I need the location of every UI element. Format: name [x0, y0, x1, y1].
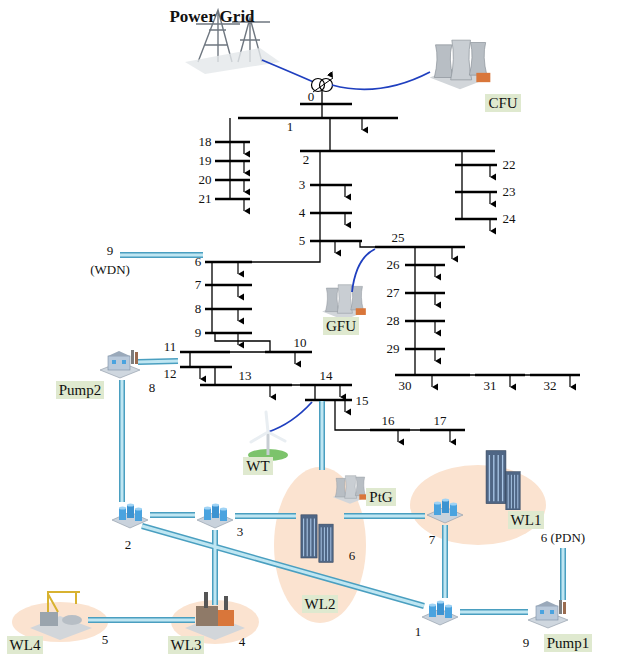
tag-text: WL2 — [305, 596, 336, 612]
load-arrow — [434, 265, 435, 277]
callout-number: 3 — [237, 525, 244, 539]
bus-number: 4 — [299, 206, 306, 220]
load-arrow — [339, 385, 340, 397]
load-arrow — [269, 385, 270, 397]
load-arrow — [237, 333, 238, 345]
callout-number: 8 — [149, 381, 156, 395]
bus-number: 31 — [484, 379, 497, 393]
load-arrow — [237, 309, 238, 321]
bus-number: 17 — [434, 414, 447, 428]
callout-number: 7 — [429, 533, 436, 547]
load-arrow — [199, 367, 200, 379]
load-arrow — [294, 352, 295, 364]
load-arrow — [237, 285, 238, 297]
bus-number: 26 — [387, 258, 400, 272]
load-arrow — [449, 430, 450, 442]
load-arrow — [431, 375, 432, 387]
load-arrow — [243, 161, 244, 173]
bus-number: 7 — [195, 278, 202, 292]
component-tag: Pump2 — [56, 381, 105, 399]
component-tag: GFU — [323, 317, 359, 335]
load-arrow — [434, 349, 435, 361]
load-arrow — [237, 262, 238, 274]
bus-number: 22 — [503, 158, 516, 172]
bus-number: 12 — [164, 367, 177, 381]
load-arrow — [397, 430, 398, 442]
bus-number: 27 — [387, 286, 400, 300]
bus-number: 11 — [164, 340, 177, 354]
bus-number: 13 — [239, 369, 252, 383]
bus-number: 2 — [303, 153, 310, 167]
bus-number: 15 — [356, 394, 369, 408]
bus-number: 18 — [199, 135, 212, 149]
load-arrow — [334, 241, 335, 253]
bus-number: 32 — [544, 379, 557, 393]
bus-number: 25 — [392, 231, 405, 245]
tag-text: PtG — [369, 489, 392, 505]
load-arrow — [489, 219, 490, 231]
load-arrow — [344, 213, 345, 225]
bus-number: 6 — [195, 255, 202, 269]
callout-number: 5 — [102, 633, 109, 647]
load-arrow — [243, 199, 244, 211]
load-arrow — [434, 321, 435, 333]
bus-number: 28 — [387, 314, 400, 328]
tag-text: CFU — [488, 95, 517, 111]
tag-text: GFU — [326, 318, 356, 334]
callout-number: 9 — [523, 636, 530, 650]
bus-number: 23 — [503, 185, 516, 199]
load-arrow — [489, 165, 490, 177]
load-arrow — [509, 375, 510, 387]
tag-text: WT — [246, 458, 269, 474]
callout-number: 6 — [349, 549, 356, 563]
tag-text: WL3 — [171, 637, 202, 653]
bus-number: 8 — [195, 302, 202, 316]
component-tag: WL2 — [302, 595, 339, 613]
component-tag: WL1 — [508, 511, 545, 529]
component-tag: Pump1 — [544, 634, 593, 652]
tag-text: Pump2 — [59, 382, 102, 398]
load-arrow — [489, 192, 490, 204]
component-tag: PtG — [366, 488, 395, 506]
component-tag: WL3 — [168, 636, 205, 654]
callout-number: 9 — [107, 244, 114, 258]
bus-number: 20 — [199, 173, 212, 187]
callout-number: 4 — [239, 635, 246, 649]
bus-number: 16 — [382, 414, 395, 428]
callout-number: 6 (PDN) — [541, 531, 585, 545]
load-arrow — [243, 142, 244, 154]
tag-text: WL4 — [10, 637, 41, 653]
bus-number: 14 — [320, 369, 333, 383]
title: Power Grid — [169, 7, 254, 26]
bus-number: 0 — [308, 90, 315, 104]
bus-number: 9 — [195, 326, 202, 340]
component-tag: WL4 — [7, 636, 44, 654]
component-tag: CFU — [485, 94, 520, 112]
load-arrow — [434, 293, 435, 305]
load-arrow — [569, 375, 570, 387]
bus-number: 5 — [299, 234, 306, 248]
bus-number: 24 — [503, 212, 516, 226]
callout-number: (WDN) — [90, 263, 130, 277]
load-arrow — [451, 247, 452, 259]
load-arrow — [361, 118, 362, 130]
bus-number: 3 — [299, 178, 306, 192]
bus-number: 19 — [199, 154, 212, 168]
bus-number: 30 — [399, 379, 412, 393]
callout-number: 2 — [125, 538, 132, 552]
callout-number: 1 — [415, 625, 422, 639]
bus-number: 10 — [294, 336, 307, 350]
bus-number: 29 — [387, 342, 400, 356]
bus-number: 1 — [287, 120, 294, 134]
load-arrow — [344, 400, 345, 412]
tag-text: WL1 — [511, 512, 542, 528]
load-arrow — [243, 180, 244, 192]
load-arrow — [344, 185, 345, 197]
tag-text: Pump1 — [547, 635, 590, 651]
component-tag: WT — [243, 457, 272, 475]
bus-number: 21 — [199, 192, 212, 206]
